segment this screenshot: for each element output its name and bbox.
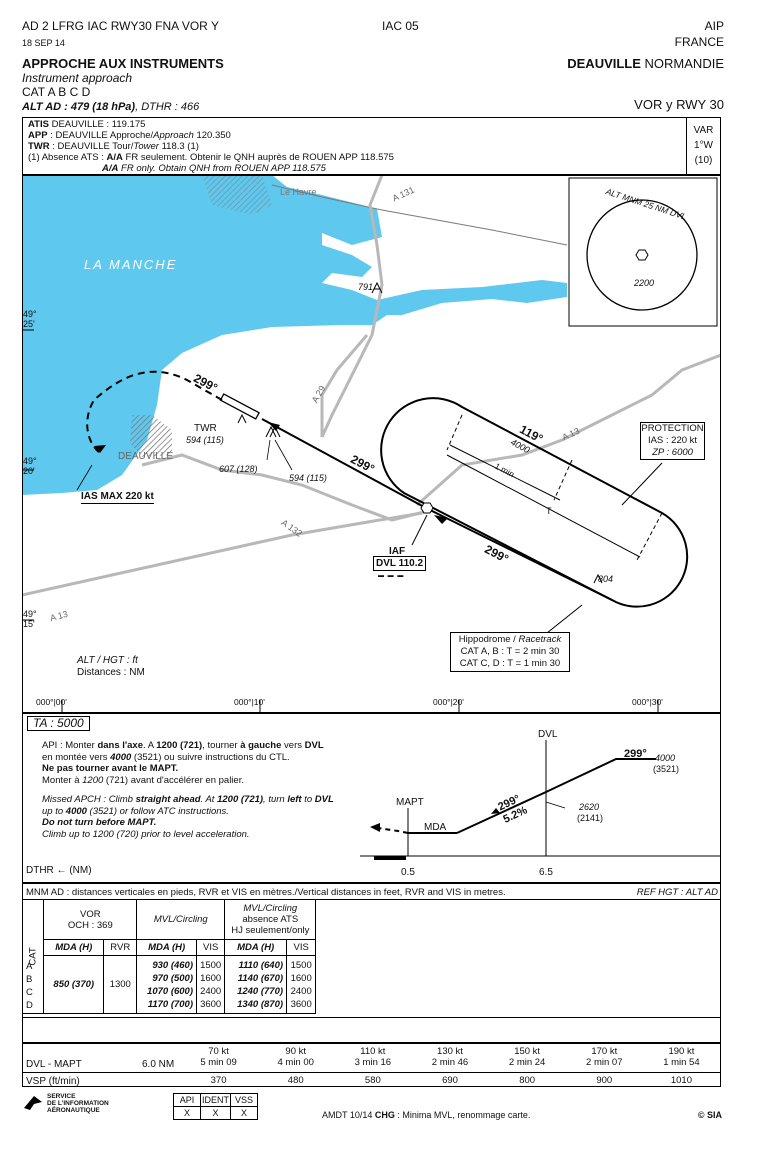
sea-label: LA MANCHE [84,257,178,272]
obstacle-icons [237,281,603,584]
vertical-profile [360,740,721,860]
country-label: FRANCE [674,35,724,49]
aip-label: AIP [704,19,724,33]
chart-date: 18 SEP 14 [22,38,65,48]
road-a13-west [22,511,423,597]
final-track [261,418,427,509]
deauville-town [130,415,172,457]
obstacle-804: 804 [598,574,614,584]
timing-distance: 6.0 NM [142,1059,175,1070]
profile-alt-2620: 2620 [579,802,600,812]
profile-course: 299° [624,748,647,760]
obstacle-791: 791 [358,282,374,292]
dvl-vor-icon [420,502,434,514]
twr-label: TWR [194,423,217,434]
racetrack [380,397,689,608]
deauville-label: DEAUVILLE [118,451,174,462]
cat-label: CAT A B C D [22,85,91,99]
map-frame [22,175,721,713]
msa-box [568,177,718,327]
vsp-label: VSP (ft/min) [26,1076,80,1087]
minima-note: MNM AD : distances verticales en pieds, … [26,887,506,898]
units-alt: ALT / HGT : ft [77,655,138,666]
le-havre-label: Le Havre [280,187,317,197]
profile-mda: MDA [424,822,447,833]
road-a29 [320,334,369,437]
road-a131 [320,175,384,438]
missed-climb [377,827,409,834]
road-a13 [416,353,721,507]
msa-value: 2200 [634,278,655,288]
lon-20: 000°|20' [433,697,464,707]
missed-approach-text: API : Monter dans l'axe. A 1200 (721), t… [42,740,334,840]
lon-00: 000°|00' [36,697,67,707]
distance-05: 0.5 [401,867,415,878]
missed-approach-path [86,370,223,454]
t-label: T [546,506,552,516]
msa-vor-icon [635,249,649,261]
comms-box [22,117,721,175]
approach-map [22,175,721,713]
distance-65: 6.5 [539,867,553,878]
chart-id: AD 2 LFRG IAC RWY30 FNA VOR Y [22,19,219,33]
alt-ad: ALT AD : 479 (18 hPa), DTHR : 466 [22,101,200,113]
timing-row-label: DVL - MAPT [26,1059,82,1070]
inbound-track [425,507,613,601]
descent-path [456,758,656,834]
copyright: © SIA [697,1110,722,1120]
page-code: IAC 05 [382,19,419,33]
profile-alt-4000: 4000 [655,753,676,763]
runway [219,393,260,420]
profile-dvl: DVL [538,729,558,740]
comms-text: ATIS DEAUVILLE : 119.175 APP : DEAUVILLE… [28,119,394,174]
lon-10: 000°|10' [234,697,265,707]
lon-30: 000°|30' [632,697,663,707]
racetrack-box [450,632,570,672]
timing-box [22,1043,721,1087]
dvl-morse: ▬ ▬ ▬ [378,573,405,579]
transition-altitude: TA : 5000 [27,716,90,731]
twr-altitude: 594 (115) [186,435,224,445]
lat-20: 49°20' [23,456,37,476]
amendment: AMDT 10/14 CHG : Minima MVL, renommage c… [322,1110,531,1120]
profile-hgt-3521: (3521) [653,764,680,774]
dthr-axis: DTHR ← (NM) [26,865,92,876]
profile-mapt: MAPT [396,797,424,808]
seine-river [377,280,567,315]
units-dist: Distances : NM [77,667,145,678]
profile-box [22,713,721,883]
lat-15: 49°15' [23,609,37,629]
title-en: Instrument approach [22,71,133,85]
sia-logo-icon [24,1096,42,1110]
obstacle-607: 607 (128) [219,464,258,474]
road-a132 [141,453,433,522]
iaf-label: IAF [389,546,406,557]
airport-name: DEAUVILLE NORMANDIE [567,56,724,71]
dvl-vor-box: DVL 110.2 [373,556,427,571]
runway-bar [374,856,406,860]
sea-area [22,175,387,495]
le-havre-town [202,175,272,215]
ias-max-label: IAS MAX 220 kt [81,491,154,504]
title-fr: APPROCHE AUX INSTRUMENTS [22,56,224,71]
msa-circle [586,199,698,311]
protection-box [640,422,705,460]
lat-25: 49°25' [23,309,37,329]
racetrack-text: Hippodrome / Racetrack CAT A, B : T = 2 … [458,634,562,669]
obstacle-594: 594 (115) [289,473,327,483]
profile-hgt-2141: (2141) [577,813,604,823]
ref-hgt: REF HGT : ALT AD [636,887,718,898]
procedure-name: VOR y RWY 30 [634,97,724,112]
